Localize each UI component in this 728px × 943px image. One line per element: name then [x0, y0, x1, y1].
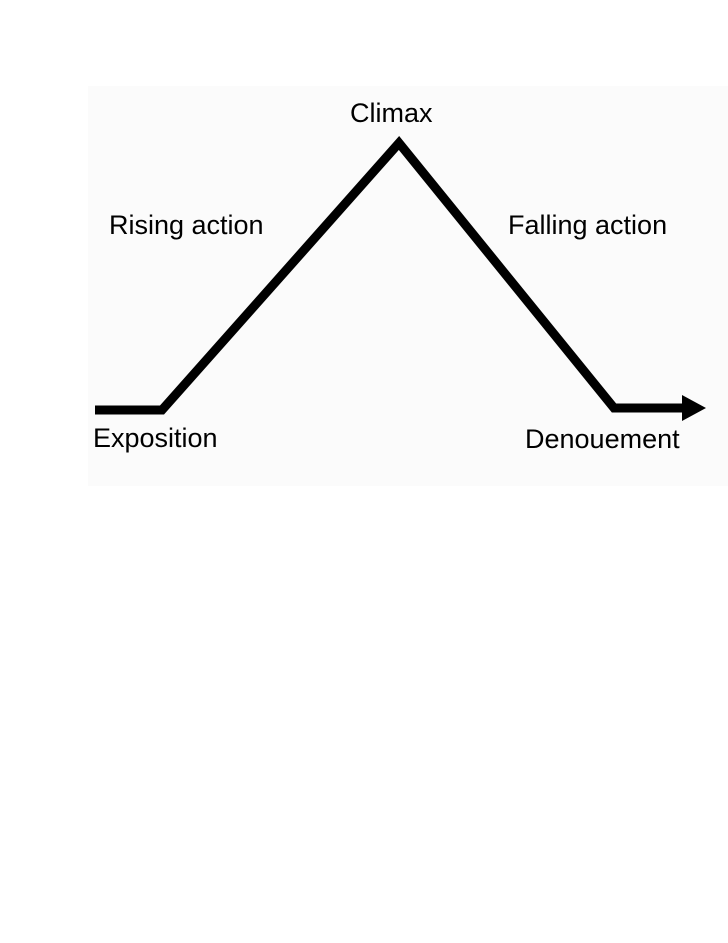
denouement-label: Denouement: [525, 424, 680, 454]
climax-label: Climax: [350, 98, 433, 128]
arrow-head-icon: [682, 395, 706, 421]
rising-action-label: Rising action: [109, 210, 264, 240]
exposition-label: Exposition: [93, 423, 218, 453]
falling-action-label: Falling action: [508, 210, 668, 240]
plot-line: [95, 136, 690, 415]
